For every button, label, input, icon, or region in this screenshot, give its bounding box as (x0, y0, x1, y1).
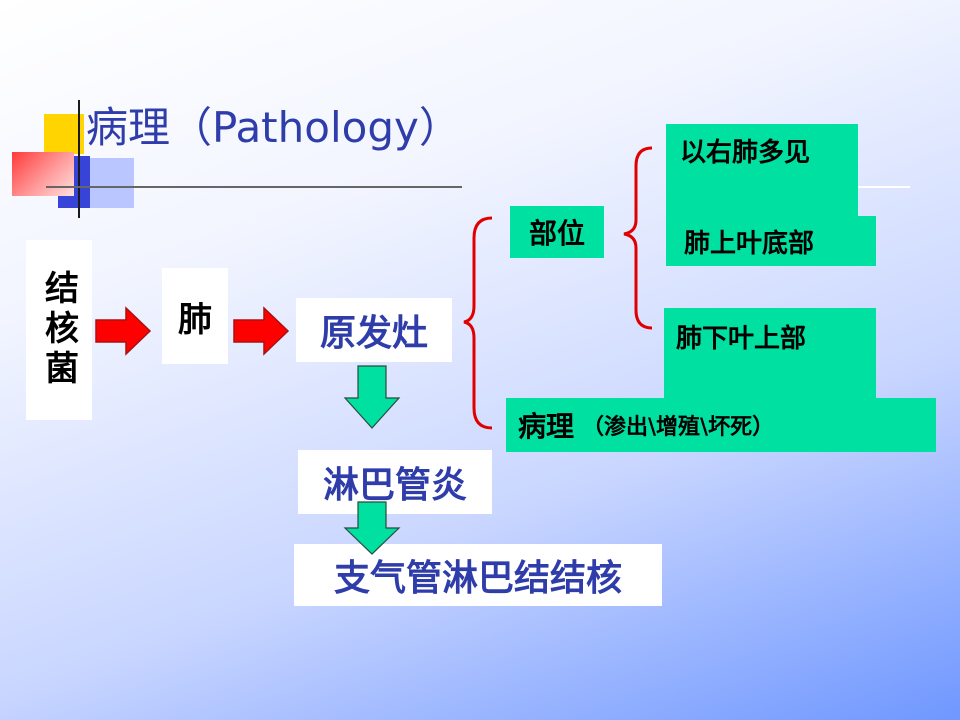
sub-right-lung-label: 以右肺多见 (680, 138, 811, 168)
branch-pathology-label: 病理 (518, 410, 575, 443)
node-bronchial-lymph-tb: 支气管淋巴结结核 (294, 544, 662, 606)
decor-lightblue-square (90, 158, 134, 208)
arrow-bacteria-to-lung (95, 306, 152, 356)
node-lymphangitis: 淋巴管炎 (298, 450, 492, 514)
sub-lower-lobe-top-label: 肺下叶上部 (676, 324, 807, 354)
sub-upper-lobe-base: 肺上叶底部 (666, 216, 876, 266)
brace-location-path (623, 146, 653, 330)
arrow-lung-to-focus (233, 306, 290, 356)
arrow-green-shape (343, 501, 401, 555)
arrow-lymphangitis-to-bronchial (343, 501, 401, 555)
title-underline (46, 186, 462, 188)
branch-pathology-detail: （渗出\增殖\坏死） (582, 415, 775, 440)
title-underline-right (856, 186, 910, 188)
branch-location: 部位 (510, 206, 604, 258)
node-bacteria: 结核菌 (26, 240, 92, 420)
sub-lower-lobe-top: 肺下叶上部 (664, 308, 876, 408)
decor-yellow-square (44, 114, 84, 154)
arrow-green-shape (343, 365, 401, 429)
page-title: 病理（Pathology） (86, 103, 461, 152)
brace-main (463, 216, 493, 430)
arrow-focus-to-lymphangitis (343, 365, 401, 429)
brace-location (623, 146, 653, 330)
node-lung: 肺 (162, 268, 228, 364)
decor-red-square (12, 152, 74, 196)
branch-pathology: 病理 （渗出\增殖\坏死） (506, 398, 936, 452)
arrow-red-shape (233, 306, 290, 356)
node-primary-focus: 原发灶 (296, 298, 452, 362)
brace-main-path (463, 216, 493, 430)
arrow-red-shape (95, 306, 152, 356)
decor-vertical-line (78, 100, 80, 218)
